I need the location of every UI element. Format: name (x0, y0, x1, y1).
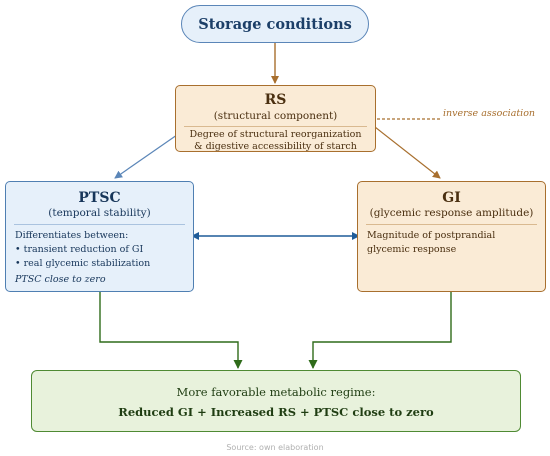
ptsc-bullet-2: • real glycemic stabilization (15, 258, 151, 269)
rs-description-line-2: & digestive accessibility of starch (194, 141, 357, 152)
source-caption: Source: own elaboration (226, 443, 324, 452)
rs-title: RS (264, 92, 287, 108)
ptsc-note: PTSC close to zero (15, 274, 106, 285)
ptsc-divider (14, 224, 185, 225)
storage-conditions-label: Storage conditions (198, 15, 352, 33)
rs-divider (184, 126, 367, 127)
gi-subtitle: (glycemic response amplitude) (369, 207, 534, 219)
arrow-gi-to-outcome (308, 292, 452, 369)
gi-node: GI (glycemic response amplitude) Magnitu… (357, 181, 546, 292)
rs-node: RS (structural component) Degree of stru… (175, 85, 376, 152)
ptsc-intro: Differentiates between: (15, 230, 129, 241)
inverse-association-label: inverse association (443, 108, 536, 119)
gi-title: GI (442, 190, 461, 206)
outcome-line-1: More favorable metabolic regime: (176, 385, 376, 399)
storage-conditions-node: Storage conditions (181, 5, 369, 43)
ptsc-bullet-1: • transient reduction of GI (15, 244, 144, 255)
arrow-rs-to-gi (374, 126, 441, 179)
arrow-ptsc-to-outcome (99, 292, 243, 369)
ptsc-node: PTSC (temporal stability) Differentiates… (5, 181, 194, 292)
ptsc-title: PTSC (78, 190, 121, 206)
rs-description-line-1: Degree of structural reorganization (189, 129, 362, 140)
gi-description-line-2: glycemic response (367, 244, 457, 255)
outcome-line-2: Reduced GI + Increased RS + PTSC close t… (118, 405, 434, 419)
rs-subtitle: (structural component) (213, 110, 338, 122)
gi-description-line-1: Magnitude of postprandial (367, 230, 496, 241)
ptsc-subtitle: (temporal stability) (48, 207, 151, 219)
gi-divider (366, 224, 537, 225)
outcome-node: More favorable metabolic regime: Reduced… (31, 370, 521, 432)
